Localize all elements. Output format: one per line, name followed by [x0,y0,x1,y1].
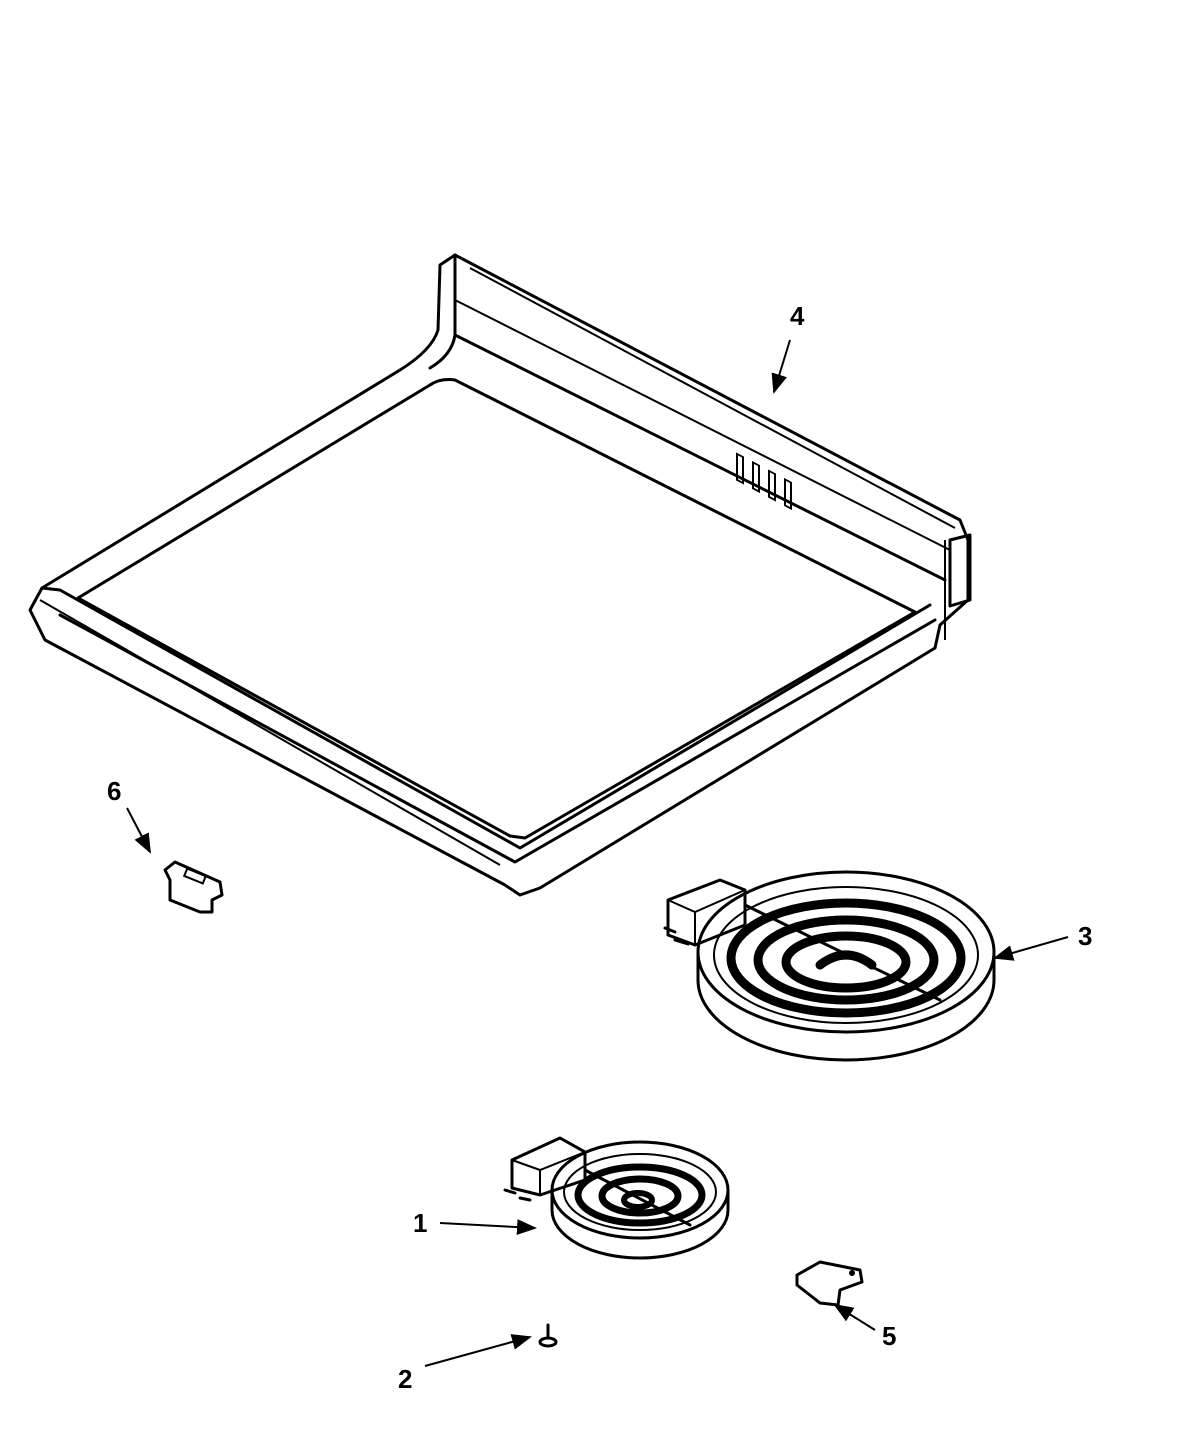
callout-label: 5 [882,1321,896,1351]
callout-arrow [771,339,791,394]
callout-1: 1 [413,1208,537,1238]
callout-arrow [833,1303,876,1331]
cooktop [28,253,972,897]
large-surface-element [663,870,996,1062]
callout-4: 4 [771,301,805,394]
callout-label: 4 [790,301,805,331]
callout-3: 3 [993,921,1092,961]
callout-2: 2 [398,1334,532,1394]
callout-label: 3 [1078,921,1092,951]
small-surface-element [503,1136,730,1260]
callout-arrow [126,807,151,854]
callout-label: 2 [398,1364,412,1394]
callout-5: 5 [833,1303,896,1351]
screw-part [538,1323,558,1348]
callout-arrow [424,1334,532,1367]
bracket-part [795,1260,864,1307]
callout-6: 6 [107,776,151,854]
vent-slots [736,452,792,511]
callout-arrow [993,936,1069,961]
callout-arrow [439,1219,537,1236]
clip-part [163,860,224,914]
callout-label: 1 [413,1208,427,1238]
callout-label: 6 [107,776,121,806]
